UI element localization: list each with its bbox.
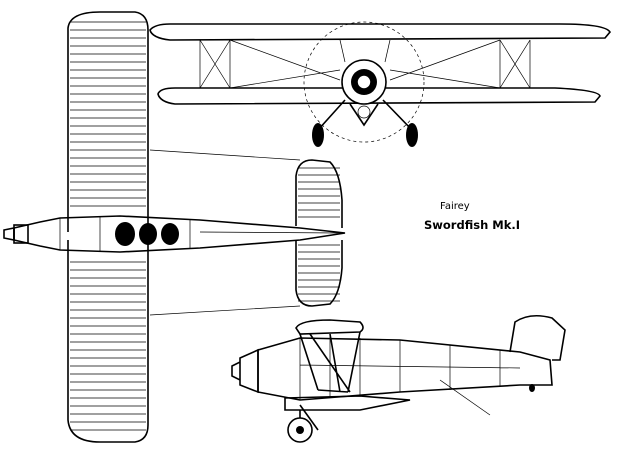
side-view (231, 314, 566, 443)
front-view (149, 21, 611, 147)
aircraft-model: Swordfish Mk.I (424, 218, 521, 232)
plan-view (3, 11, 346, 443)
aircraft-manufacturer: Fairey (440, 201, 470, 212)
